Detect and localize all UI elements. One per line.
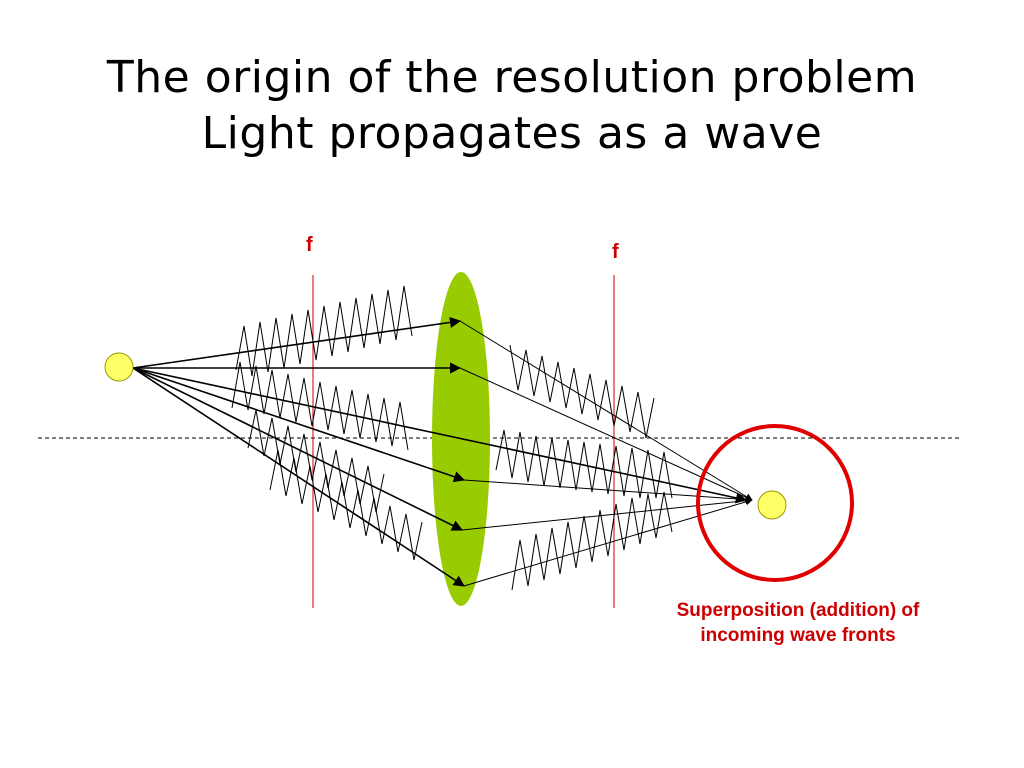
converging-ray (461, 497, 753, 531)
point-source (104, 352, 134, 382)
converging-ray (463, 498, 753, 587)
superposition-circle (696, 424, 854, 582)
converging-ray (459, 320, 753, 501)
wave-fronts (231, 285, 673, 591)
focal-label-left: f (306, 234, 313, 256)
wave-squiggle (495, 429, 673, 499)
wave-squiggle (509, 344, 655, 439)
wave-squiggle (511, 491, 673, 591)
title-line-1: The origin of the resolution problem (106, 52, 918, 103)
wave-squiggle (247, 409, 385, 513)
caption-line-2: incoming wave fronts (700, 625, 896, 646)
incoming-ray (132, 367, 464, 531)
incoming-ray (132, 367, 466, 483)
wave-squiggle (231, 361, 409, 451)
converging-ray (463, 479, 753, 504)
wave-squiggle (235, 285, 413, 377)
wave-squiggle (269, 449, 423, 561)
superposition-caption: Superposition (addition) of incoming wav… (620, 598, 976, 648)
caption-line-1: Superposition (addition) of (676, 600, 920, 621)
focal-label-right: f (612, 241, 619, 263)
image-point (757, 490, 787, 520)
incoming-ray (132, 367, 465, 587)
slide-title: The origin of the resolution problem Lig… (0, 50, 1024, 162)
title-line-2: Light propagates as a wave (201, 108, 823, 159)
